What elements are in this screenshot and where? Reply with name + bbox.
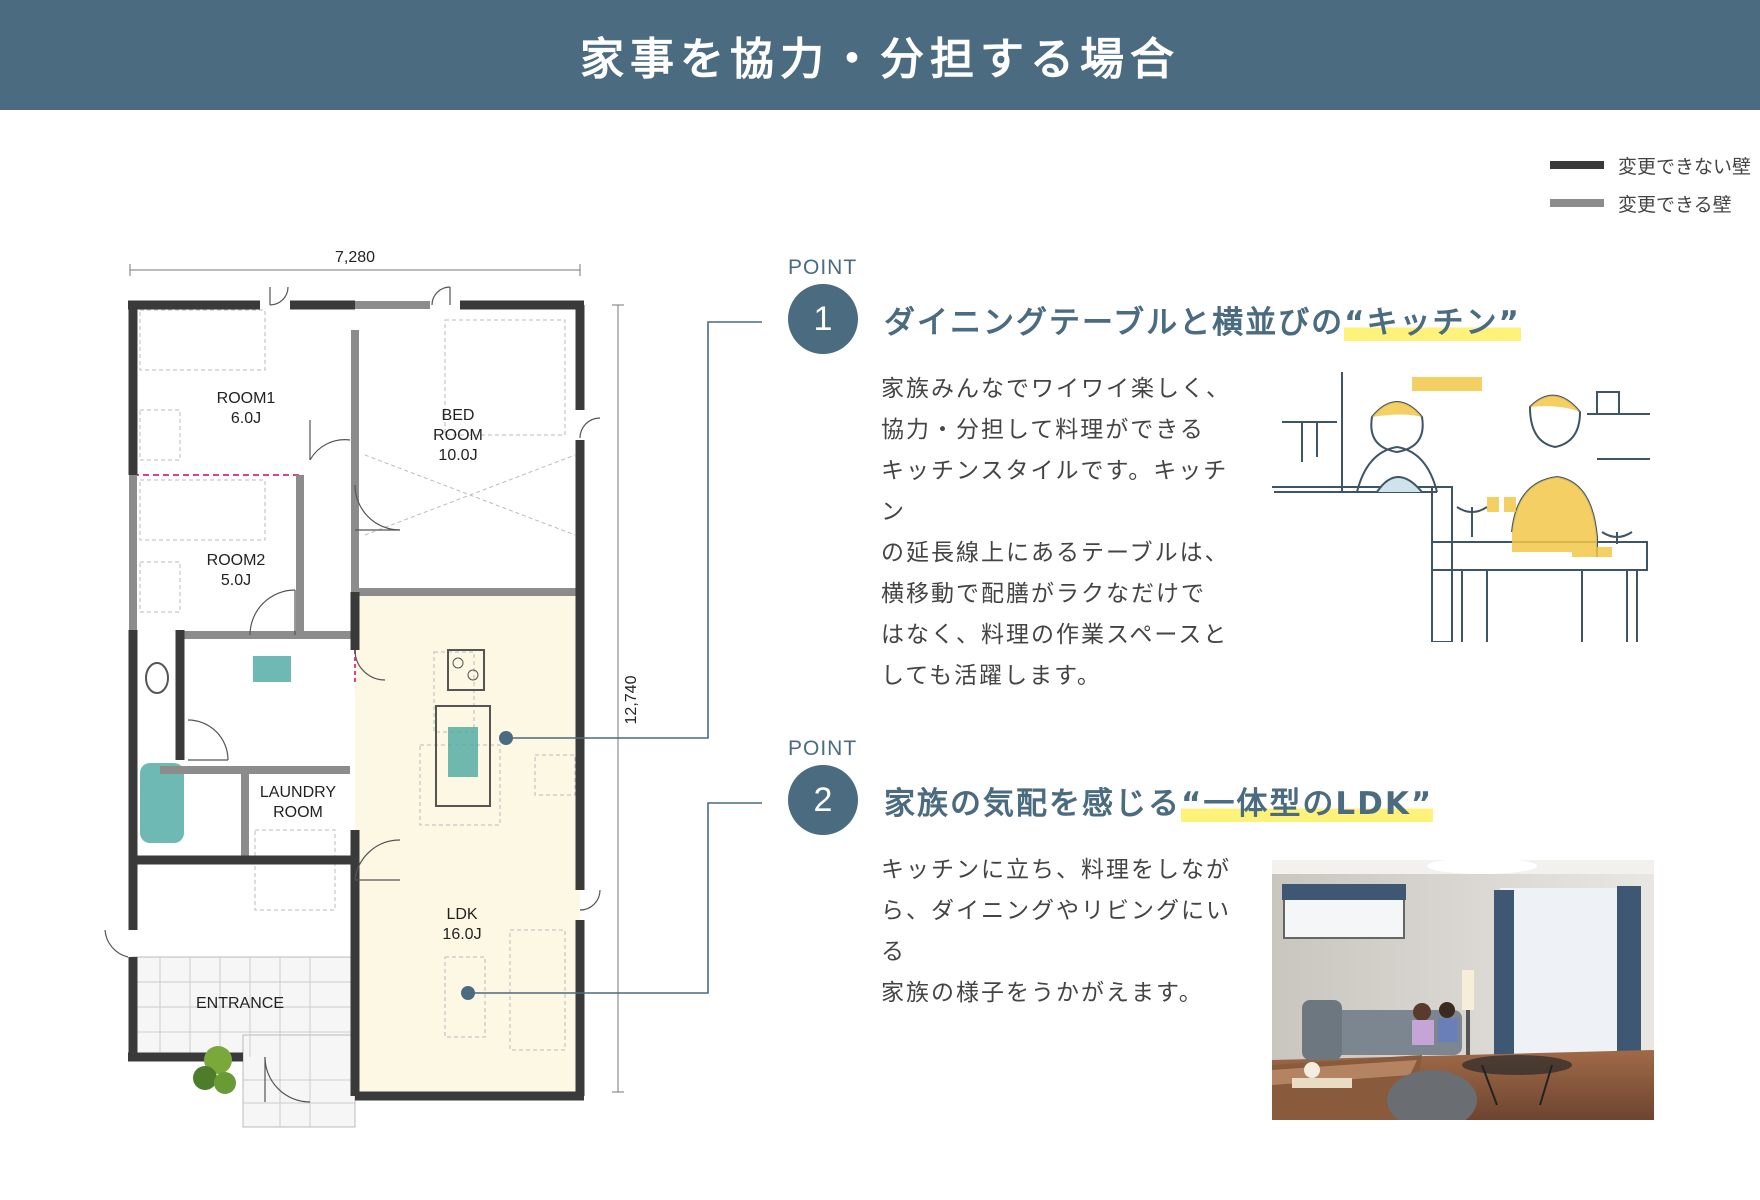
point-1-description: 家族みんなでワイワイ楽しく、 協力・分担して料理ができる キッチンスタイルです。… <box>881 369 1231 697</box>
wall-legend: 変更できない壁 変更できる壁 <box>1550 146 1760 222</box>
text-line: 協力・分担して料理ができる <box>881 417 1205 443</box>
point-2-number: 2 <box>788 765 858 835</box>
fixed-wall-swatch <box>1550 161 1604 169</box>
ldk-size: 16.0J <box>442 926 481 943</box>
kitchen-sink <box>448 727 478 777</box>
point-1: POINT 1 ダイニングテーブルと横並びの“キッチン” <box>788 256 1748 354</box>
point-2-title-main: 家族の気配を感じる <box>884 785 1181 822</box>
bedroom-size: 10.0J <box>438 447 477 464</box>
height-dimension-label: 12,740 <box>623 675 640 724</box>
height-dimension: 12,740 <box>612 304 640 1093</box>
point-1-title-main: ダイニングテーブルと横並びの <box>884 304 1345 341</box>
laundry-line1: LAUNDRY <box>260 784 337 801</box>
room1-name: ROOM1 <box>217 390 276 407</box>
text-line: はなく、料理の作業スペースと <box>881 622 1229 648</box>
kitchen-illustration <box>1272 372 1650 642</box>
text-line: キッチンスタイルです。キッチン <box>881 458 1229 525</box>
legend-item-movable-wall: 変更できる壁 <box>1550 184 1760 222</box>
point-2-heading: 2 家族の気配を感じる“一体型のLDK” <box>788 765 1748 835</box>
text-line: の延長線上にあるテーブルは、 <box>881 540 1230 566</box>
text-line: 家族みんなでワイワイ楽しく、 <box>881 376 1231 402</box>
page-title: 家事を協力・分担する場合 <box>580 34 1180 85</box>
movable-wall-swatch <box>1550 199 1604 207</box>
kitchen-counter <box>435 705 491 807</box>
bedroom-line1: BED <box>442 407 475 424</box>
point-1-number: 1 <box>788 284 858 354</box>
point-1-title-highlight: “キッチン” <box>1344 304 1521 341</box>
room2-name: ROOM2 <box>207 552 266 569</box>
ldk-name: LDK <box>446 906 477 923</box>
width-dimension-label: 7,280 <box>335 249 375 266</box>
text-line: キッチンに立ち、料理をしなが <box>881 857 1231 883</box>
entrance-name: ENTRANCE <box>196 995 284 1012</box>
washbasin <box>253 656 291 682</box>
point-2-title: 家族の気配を感じる“一体型のLDK” <box>884 778 1434 823</box>
point-tag: POINT <box>788 737 858 760</box>
text-line: 家族の様子をうかがえます。 <box>881 980 1204 1006</box>
point-2-title-highlight: “一体型のLDK” <box>1181 785 1434 822</box>
bedroom-line2: ROOM <box>433 427 483 444</box>
text-line: ら、ダイニングやリビングにいる <box>881 898 1231 965</box>
text-line: 横移動で配膳がラクなだけで <box>881 581 1206 607</box>
plant-illustration <box>193 1046 236 1094</box>
point-1-title: ダイニングテーブルと横並びの“キッチン” <box>884 297 1521 342</box>
ldk-photo <box>1272 860 1654 1120</box>
point-2: POINT 2 家族の気配を感じる“一体型のLDK” <box>788 737 1748 835</box>
header-banner: 家事を協力・分担する場合 <box>0 0 1760 110</box>
floor-plan: 7,280 12,740 <box>104 249 640 1128</box>
cooktop <box>447 649 485 691</box>
point-2-description: キッチンに立ち、料理をしなが ら、ダイニングやリビングにいる 家族の様子をうかが… <box>881 850 1231 1014</box>
room2-size: 5.0J <box>221 572 251 589</box>
legend-item-fixed-wall: 変更できない壁 <box>1550 146 1760 184</box>
point-tag: POINT <box>788 256 858 279</box>
point1-marker <box>499 731 513 745</box>
point-1-heading: 1 ダイニングテーブルと横並びの“キッチン” <box>788 284 1748 354</box>
toilet <box>145 662 169 694</box>
width-dimension: 7,280 <box>129 249 581 276</box>
ldk-area <box>355 592 580 1092</box>
point2-marker <box>461 986 475 1000</box>
text-line: しても活躍します。 <box>881 663 1102 689</box>
legend-label: 変更できない壁 <box>1618 155 1752 178</box>
room1-size: 6.0J <box>231 410 261 427</box>
laundry-line2: ROOM <box>273 804 323 821</box>
legend-label: 変更できる壁 <box>1618 193 1732 216</box>
bathtub <box>140 763 184 843</box>
